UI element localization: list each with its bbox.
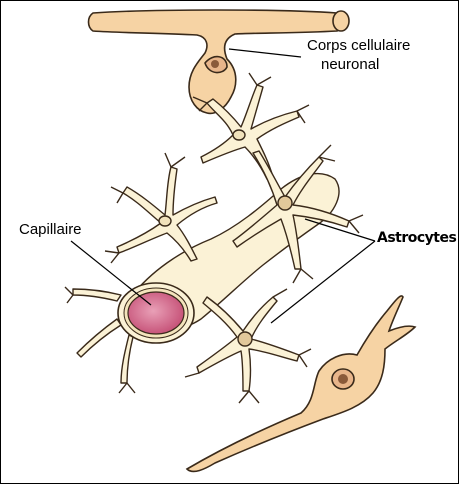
capillary (118, 283, 194, 343)
astrocyte-network (65, 73, 363, 403)
neuron-cell-body-label: Corps cellulaire neuronal (307, 37, 410, 75)
astrocytes-label: Astrocytes (377, 230, 456, 248)
neuron-bottom (187, 296, 415, 472)
neuron-label-line2: neuronal (307, 56, 410, 75)
neuron-label-line1: Corps cellulaire (307, 37, 410, 56)
capillary-label: Capillaire (19, 221, 82, 240)
